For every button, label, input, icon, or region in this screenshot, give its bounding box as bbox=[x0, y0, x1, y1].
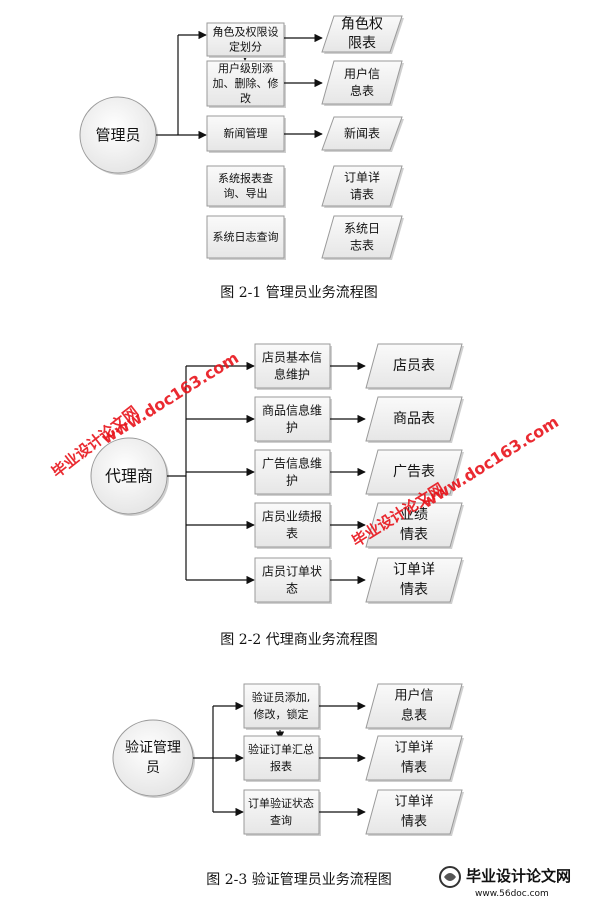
process-label-line: 系统日志查询 bbox=[213, 230, 279, 244]
process-label-line: 店员业绩报 bbox=[262, 509, 322, 524]
brand-logo-icon-mark bbox=[444, 873, 456, 881]
data-store bbox=[321, 15, 403, 53]
process-box bbox=[254, 502, 331, 548]
process-label-line: 报表 bbox=[270, 759, 292, 773]
actor-admin-label-line: 管理员 bbox=[95, 126, 140, 144]
actor-verifier-label-line: 验证管理 bbox=[125, 740, 181, 756]
watermark-url-text: www.doc163.com bbox=[98, 348, 242, 448]
process-label-line: 护 bbox=[286, 421, 298, 435]
data-store-label-line: 情表 bbox=[401, 761, 427, 776]
data-store bbox=[365, 789, 463, 835]
data-store bbox=[321, 116, 403, 151]
data-store-label-line: 情表 bbox=[400, 527, 428, 543]
process-label-line: 商品信息维 bbox=[262, 403, 322, 418]
process-box bbox=[206, 215, 285, 259]
data-store-label-line: 志表 bbox=[350, 239, 374, 253]
actor-verifier-label-line: 员 bbox=[146, 760, 160, 776]
data-store-label-line: 订单详 bbox=[393, 562, 435, 578]
diagram-verifier: 验证管理员验证员添加,修改，锁定用户信息表验证订单汇总报表订单详情表订单验证状态… bbox=[112, 683, 464, 888]
data-store bbox=[365, 683, 463, 729]
data-store-label-line: 订单详 bbox=[344, 170, 380, 185]
process-label-line: 询、导出 bbox=[224, 186, 268, 200]
process-label-line: 订单验证状态 bbox=[248, 796, 314, 810]
actor-verifier bbox=[112, 719, 194, 797]
process-label-line: 护 bbox=[286, 474, 298, 488]
process-label-line: 改 bbox=[240, 91, 251, 105]
data-store-label-line: 新闻表 bbox=[344, 126, 380, 141]
process-label-line: 验证员添加, bbox=[252, 690, 311, 704]
process-box bbox=[254, 396, 331, 442]
data-store-label-line: 业绩 bbox=[400, 507, 428, 523]
actor-agent-label-line: 代理商 bbox=[105, 467, 153, 486]
process-label-line: 息维护 bbox=[274, 367, 310, 382]
process-label-line: 修改，锁定 bbox=[254, 707, 309, 721]
data-store bbox=[321, 60, 403, 105]
process-label-line: 新闻管理 bbox=[224, 126, 268, 140]
caption-admin: 图 2-1 管理员业务流程图 bbox=[220, 285, 377, 301]
data-store-label-line: 角色权 bbox=[341, 16, 383, 33]
data-store bbox=[365, 449, 463, 495]
data-store bbox=[365, 735, 463, 781]
data-store bbox=[365, 343, 463, 389]
data-store bbox=[321, 165, 403, 207]
process-box bbox=[206, 60, 285, 107]
process-box bbox=[254, 557, 331, 603]
process-box bbox=[206, 165, 285, 207]
brand-title: 毕业设计论文网 bbox=[466, 867, 571, 885]
process-box bbox=[206, 22, 285, 57]
process-box bbox=[243, 789, 320, 835]
process-box bbox=[206, 115, 285, 152]
data-store-label-line: 店员表 bbox=[393, 358, 435, 374]
data-store-label-line: 息表 bbox=[401, 708, 427, 724]
data-store-label-line: 商品表 bbox=[393, 411, 435, 427]
data-store bbox=[365, 396, 463, 442]
brand-url: www.56doc.com bbox=[475, 889, 549, 899]
data-store-label-line: 用户信 bbox=[344, 66, 380, 81]
process-label-line: 用户级别添 bbox=[218, 61, 273, 75]
data-store-label-line: 情表 bbox=[400, 582, 428, 598]
process-label-line: 加、删除、修 bbox=[213, 76, 279, 90]
data-store-label-line: 订单详 bbox=[394, 741, 433, 756]
data-store-label-line: 系统日 bbox=[344, 222, 380, 236]
diagram-agent: 代理商店员基本信息维护店员表商品信息维护商品表广告信息维护广告表店员业绩报表业绩… bbox=[90, 343, 464, 648]
data-store-label-line: 息表 bbox=[350, 83, 374, 98]
data-store-label-line: 广告表 bbox=[393, 464, 435, 480]
data-store-label-line: 用户信 bbox=[394, 688, 433, 704]
data-store bbox=[321, 215, 403, 259]
process-label-line: 店员基本信 bbox=[262, 351, 322, 365]
process-label-line: 系统报表查 bbox=[218, 171, 273, 185]
data-store-label-line: 请表 bbox=[350, 188, 374, 202]
process-label-line: 查询 bbox=[270, 813, 292, 827]
caption-verifier: 图 2-3 验证管理员业务流程图 bbox=[206, 872, 391, 888]
process-label-line: 表 bbox=[286, 527, 298, 541]
process-label-line: 定划分 bbox=[229, 40, 262, 54]
process-box bbox=[243, 735, 320, 781]
data-store bbox=[365, 502, 463, 548]
process-label-line: 广告信息维 bbox=[262, 456, 322, 471]
brand-logo: 毕业设计论文网 www.56doc.com bbox=[439, 866, 571, 899]
data-store-label-line: 订单详 bbox=[394, 795, 433, 810]
process-label-line: 态 bbox=[286, 582, 298, 596]
data-store bbox=[365, 557, 463, 603]
data-store-label-line: 情表 bbox=[401, 815, 427, 830]
process-box bbox=[254, 343, 331, 389]
process-label-line: 验证订单汇总 bbox=[248, 742, 314, 756]
caption-agent: 图 2-2 代理商业务流程图 bbox=[220, 632, 377, 648]
brand-logo-icon bbox=[439, 866, 461, 888]
process-box bbox=[254, 449, 331, 495]
process-label-line: 角色及权限设 bbox=[213, 25, 279, 39]
data-store-label-line: 限表 bbox=[348, 36, 376, 52]
process-label-line: 店员订单状 bbox=[262, 565, 322, 579]
